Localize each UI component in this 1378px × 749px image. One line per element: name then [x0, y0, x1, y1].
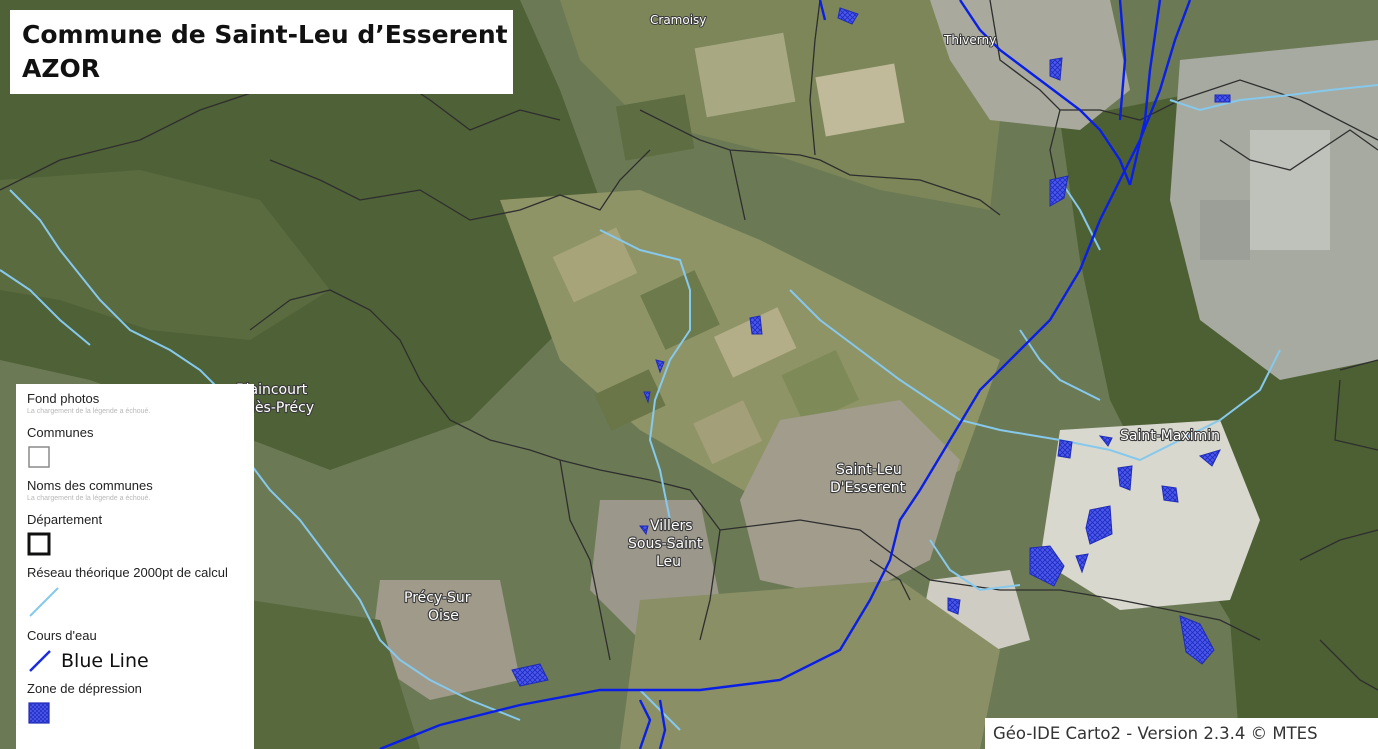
map-legend: Fond photos La chargement de la légende … — [16, 384, 254, 749]
map-subtitle: AZOR — [22, 54, 100, 83]
square-outline-black-icon — [27, 532, 51, 556]
legend-symbol-row: Blue Line — [27, 648, 254, 674]
legend-item-title: Réseau théorique 2000pt de calcul — [27, 565, 228, 580]
legend-error-text: La chargement de la légende a échoué. — [27, 408, 151, 415]
legend-error-text: La chargement de la légende a échoué. — [27, 495, 151, 502]
place-label-precy-line1: Précy-Sur — [404, 590, 471, 606]
river-network-layer — [0, 84, 1378, 731]
place-label-villers-line3: Leu — [656, 554, 681, 570]
attribution-text: Géo-IDE Carto2 - Version 2.3.4 © MTES — [985, 718, 1378, 749]
place-label-thiverny: Thiverny — [943, 33, 996, 47]
legend-item-title: Zone de dépression — [27, 681, 142, 696]
depression-zones-layer — [511, 7, 1231, 687]
legend-symbol-label: Blue Line — [61, 650, 149, 672]
legend-item-title: Noms des communes — [27, 478, 153, 493]
place-label-saint-leu-line2: D'Esserent — [830, 480, 906, 496]
watercourse-layer — [379, 0, 1192, 749]
place-label-saint-leu-line1: Saint-Leu — [836, 462, 902, 478]
place-label-blaincourt-line2: -lès-Précy — [246, 400, 314, 416]
place-label-villers-line1: Villers — [650, 518, 693, 534]
legend-item-title: Département — [27, 512, 103, 527]
light-blue-line-icon — [29, 587, 59, 617]
legend-item-title: Fond photos — [27, 391, 100, 406]
hatched-blue-square-icon — [28, 702, 50, 724]
map-title: Commune de Saint-Leu d’Esserent — [22, 20, 508, 49]
place-label-cramoisy: Cramoisy — [650, 13, 706, 27]
legend-item-title: Cours d'eau — [27, 628, 97, 643]
place-label-villers-line2: Sous-Saint — [628, 536, 703, 552]
place-label-precy-line2: Oise — [428, 608, 459, 624]
legend-item-title: Communes — [27, 425, 94, 440]
map-title-box: Commune de Saint-Leu d’Esserent AZOR — [10, 10, 513, 94]
blue-line-icon — [29, 650, 51, 672]
square-outline-gray-icon — [28, 446, 50, 468]
place-label-saint-maximin: Saint-Maximin — [1120, 428, 1220, 444]
